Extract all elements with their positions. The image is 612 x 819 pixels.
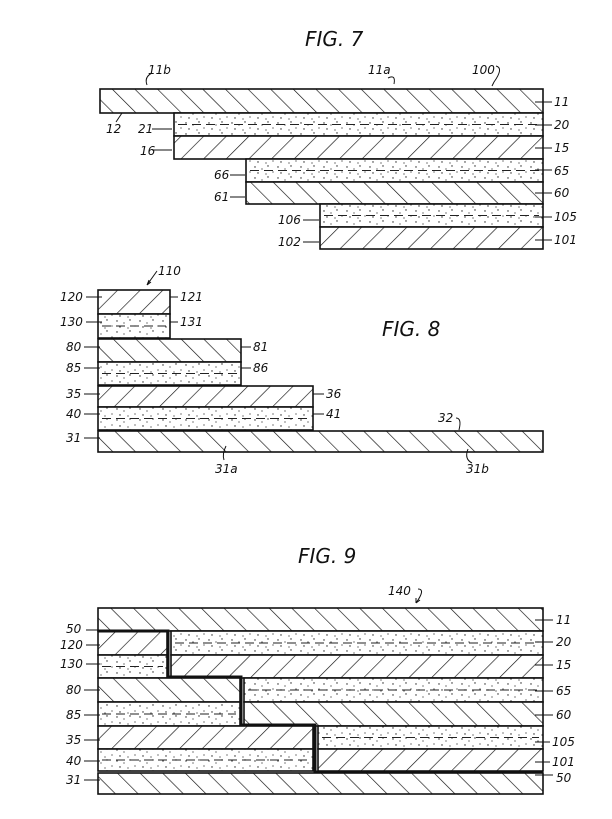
- ref-label: 65: [556, 684, 571, 698]
- ref-label: 120: [60, 638, 83, 652]
- substrate-120-layer: [98, 290, 170, 314]
- ref-label: 80: [66, 340, 82, 354]
- ref-label: 65: [554, 164, 569, 178]
- ref-label: 101: [552, 755, 575, 769]
- ref-label: 110: [158, 264, 181, 278]
- ref-label: 40: [66, 407, 82, 421]
- ref-label: 31a: [215, 462, 238, 476]
- ref-label: 32: [438, 411, 453, 425]
- ref-label: 41: [326, 407, 341, 421]
- ref-label: 121: [180, 290, 203, 304]
- figure-9-title: FIG. 9: [298, 544, 356, 568]
- ref-label: 80: [66, 683, 82, 697]
- ref-label: 105: [552, 735, 575, 749]
- ref-label: 15: [554, 141, 569, 155]
- figure-8-title: FIG. 8: [382, 317, 440, 341]
- ref-label: 50: [556, 771, 572, 785]
- substrate-15-layer: [171, 655, 543, 678]
- figure-7-title: FIG. 7: [305, 27, 364, 51]
- ref-label: 11: [554, 95, 569, 109]
- ref-label: 11a: [368, 63, 391, 77]
- ref-label: 85: [66, 708, 81, 722]
- ref-label: 81: [253, 340, 268, 354]
- substrate-35-layer: [98, 386, 313, 407]
- ref-label: 61: [214, 190, 229, 204]
- substrate-101-layer: [320, 227, 543, 249]
- ref-label: 100: [472, 63, 495, 77]
- ref-label: 11: [556, 613, 571, 627]
- ref-label: 130: [60, 657, 83, 671]
- ref-label: 60: [556, 708, 572, 722]
- ref-label: 86: [253, 361, 269, 375]
- ref-label: 20: [554, 118, 570, 132]
- ref-label: 40: [66, 754, 82, 768]
- substrate-60-layer: [246, 182, 543, 204]
- substrate-11-layer: [98, 608, 543, 631]
- ref-label: 20: [556, 635, 572, 649]
- ref-label: 130: [60, 315, 83, 329]
- ref-label: 15: [556, 658, 571, 672]
- ref-label: 12: [106, 122, 121, 136]
- ref-label: 50: [66, 622, 82, 636]
- ref-label: 16: [140, 144, 156, 158]
- substrate-101-layer: [318, 749, 543, 771]
- substrate-80-layer: [98, 339, 241, 362]
- ref-label: 35: [66, 387, 81, 401]
- ref-label: 140: [388, 584, 411, 598]
- ref-label: 106: [278, 213, 301, 227]
- substrate-120-layer: [98, 631, 167, 655]
- ref-label: 66: [214, 168, 230, 182]
- ref-label: 85: [66, 361, 81, 375]
- substrate-80-layer: [98, 678, 240, 702]
- ref-label: 35: [66, 733, 81, 747]
- ref-label: 11b: [148, 63, 171, 77]
- ref-label: 105: [554, 210, 577, 224]
- ref-label: 31: [66, 431, 81, 445]
- ref-label: 101: [554, 233, 577, 247]
- ref-label: 131: [180, 315, 203, 329]
- ref-label: 36: [326, 387, 342, 401]
- substrate-15-layer: [174, 136, 543, 159]
- layer-stack-group: [98, 89, 543, 794]
- substrate-60-layer: [244, 702, 543, 726]
- ref-label: 120: [60, 290, 83, 304]
- ref-label: 60: [554, 186, 570, 200]
- substrate-35-layer: [98, 726, 313, 749]
- ref-label: 31b: [466, 462, 489, 476]
- substrate-31-layer: [98, 431, 543, 452]
- substrate-11-layer: [100, 89, 543, 113]
- ref-label: 21: [138, 122, 153, 136]
- ref-label: 102: [278, 235, 301, 249]
- substrate-31-layer: [98, 773, 543, 794]
- ref-label: 31: [66, 773, 81, 787]
